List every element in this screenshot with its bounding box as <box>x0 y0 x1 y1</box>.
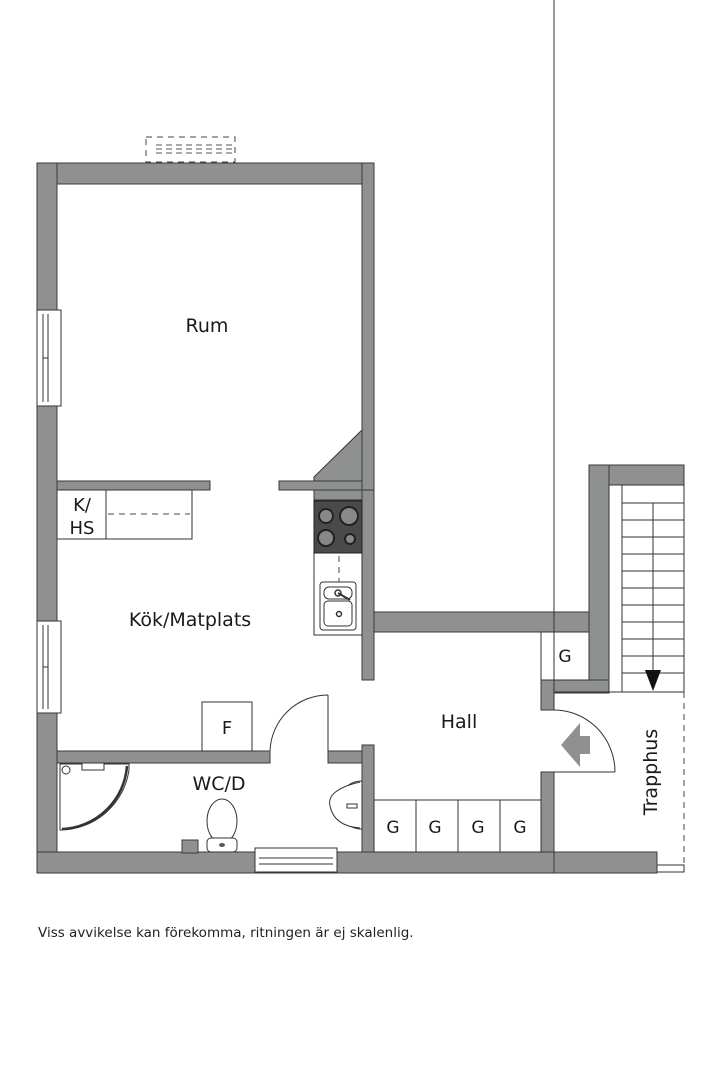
door-icon <box>269 694 329 752</box>
storage-label: G <box>428 818 441 838</box>
stairwell <box>553 691 685 874</box>
washbasin-icon <box>329 780 363 830</box>
room-label-kok: Kök/Matplats <box>129 609 251 631</box>
stove-icon <box>313 500 363 554</box>
room-label-trapphus: Trapphus <box>640 729 662 816</box>
storage-row: G G G G <box>373 799 542 853</box>
toilet-icon <box>206 798 238 853</box>
khs-label-2: HS <box>70 518 95 539</box>
storage-label: G <box>513 818 526 838</box>
kitchen-counter <box>313 499 363 636</box>
room-label-wc: WC/D <box>192 773 245 795</box>
window-icon <box>36 309 62 407</box>
room-label-rum: Rum <box>186 315 229 337</box>
storage-label: G <box>386 818 399 838</box>
window-icon <box>254 847 338 873</box>
room-label-hall: Hall <box>441 711 478 733</box>
entrance-arrow-icon <box>561 723 590 767</box>
stairs-icon <box>608 484 685 693</box>
sink-icon <box>319 581 357 631</box>
fridge-label: F <box>222 718 232 739</box>
khs-label-1: K/ <box>73 495 92 516</box>
wardrobe-khs: K/ HS <box>56 489 193 540</box>
storage-label: G <box>471 818 484 838</box>
entrance-door <box>553 0 616 773</box>
window-icon <box>36 620 62 714</box>
shower-icon <box>59 762 130 831</box>
storage-g-top: G <box>540 631 590 681</box>
walls <box>36 162 685 874</box>
balcony-outline-icon <box>145 136 236 163</box>
disclaimer-text: Viss avvikelse kan förekomma, ritningen … <box>38 925 414 941</box>
storage-label: G <box>558 647 571 667</box>
fridge: F <box>201 701 253 752</box>
